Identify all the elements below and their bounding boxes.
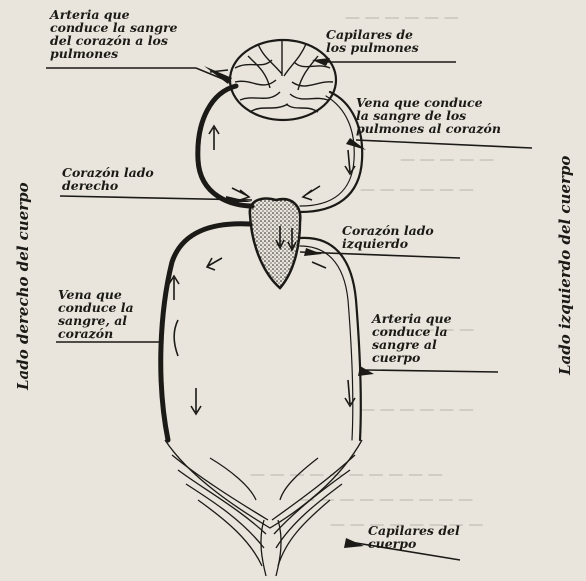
label-artery-to-body: Arteria que conduce la sangre al cuerpo (372, 312, 452, 364)
label-lung-capillaries: Capilares de los pulmones (326, 28, 419, 54)
label-body-capillaries: Capilares del cuerpo (368, 524, 460, 550)
label-heart-right: Corazón lado derecho (62, 166, 154, 192)
label-heart-left: Corazón lado izquierdo (342, 224, 434, 250)
side-label-left-side-of-body: Lado izquierdo del cuerpo (556, 156, 574, 375)
label-artery-to-lungs: Arteria que conduce la sangre del corazó… (50, 8, 177, 60)
body-capillaries-illustration (165, 440, 362, 576)
label-vein-lungs-to-heart: Vena que conduce la sangre de los pulmon… (356, 96, 501, 135)
lung-capillaries-illustration (230, 40, 336, 120)
side-label-right-side-of-body: Lado derecho del cuerpo (14, 182, 32, 390)
label-vein-to-heart: Vena que conduce la sangre, al corazón (58, 288, 134, 340)
